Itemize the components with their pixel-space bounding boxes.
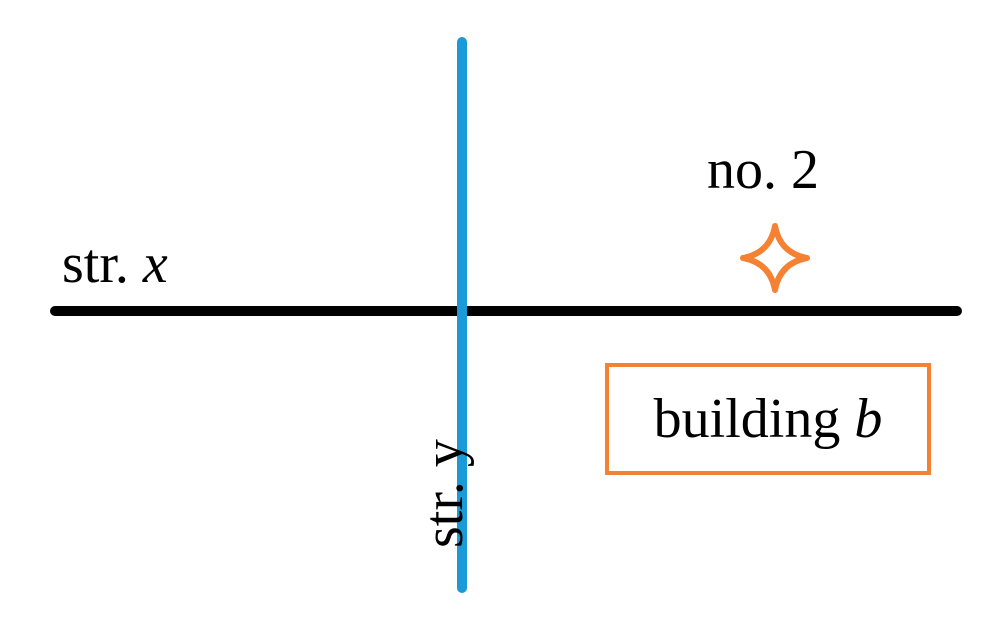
building-label: building b [654, 391, 883, 447]
street-x-name: x [142, 233, 168, 295]
street-y-label: str. y [413, 439, 475, 548]
marker-label: no. 2 [707, 139, 819, 201]
building-prefix: building [653, 388, 855, 450]
building-name: b [854, 388, 883, 450]
building-box: building b [605, 363, 931, 475]
four-point-star-icon [740, 223, 810, 293]
street-x-label: str. x [62, 236, 168, 292]
street-y-name: y [413, 439, 475, 468]
street-x-prefix: str. [62, 233, 143, 295]
street-y-prefix: str. [413, 467, 475, 548]
